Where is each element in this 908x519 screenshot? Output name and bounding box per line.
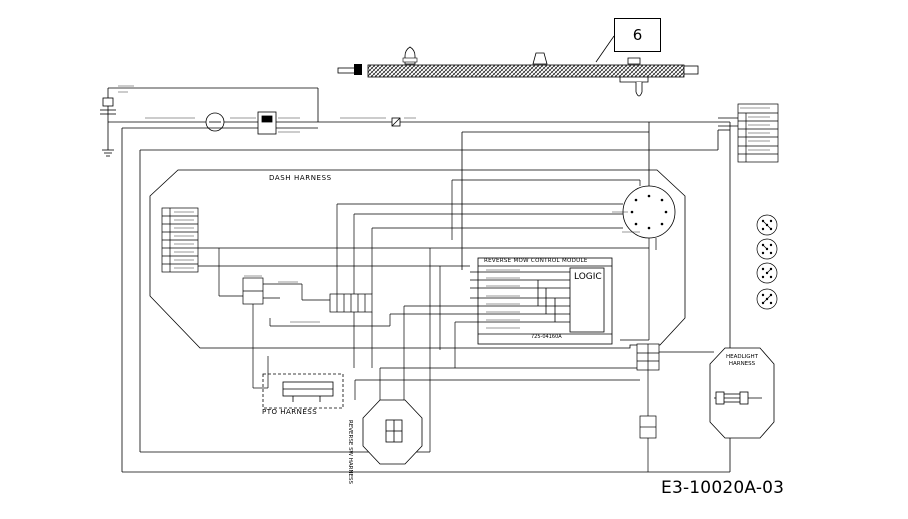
drawing-id: E3-10020A-03 — [661, 478, 785, 498]
dash-wiring — [161, 179, 714, 472]
part-callout: 6 — [614, 18, 661, 52]
dash-harness-outline — [149, 169, 686, 349]
headlight-harness-label: HEADLIGHT HARNESS — [725, 354, 759, 367]
reverse-switch-harness — [362, 399, 423, 465]
module-part-number: 725-04160A — [531, 334, 562, 340]
reverse-switch-harness-label: REVERSE SW HARNESS — [347, 420, 353, 485]
harness-strip — [337, 35, 699, 97]
wire-tags — [118, 85, 770, 329]
pto-harness-label: PTO HARNESS — [262, 408, 318, 416]
reverse-mow-control-module — [470, 257, 613, 345]
switch-position-diagrams — [756, 214, 778, 310]
module-title: REVERSE MOW CONTROL MODULE — [484, 258, 588, 264]
headlight-harness — [709, 347, 775, 439]
logic-label: LOGIC — [574, 272, 602, 282]
dash-harness-label: DASH HARNESS — [269, 174, 332, 182]
pto-harness — [262, 373, 344, 409]
